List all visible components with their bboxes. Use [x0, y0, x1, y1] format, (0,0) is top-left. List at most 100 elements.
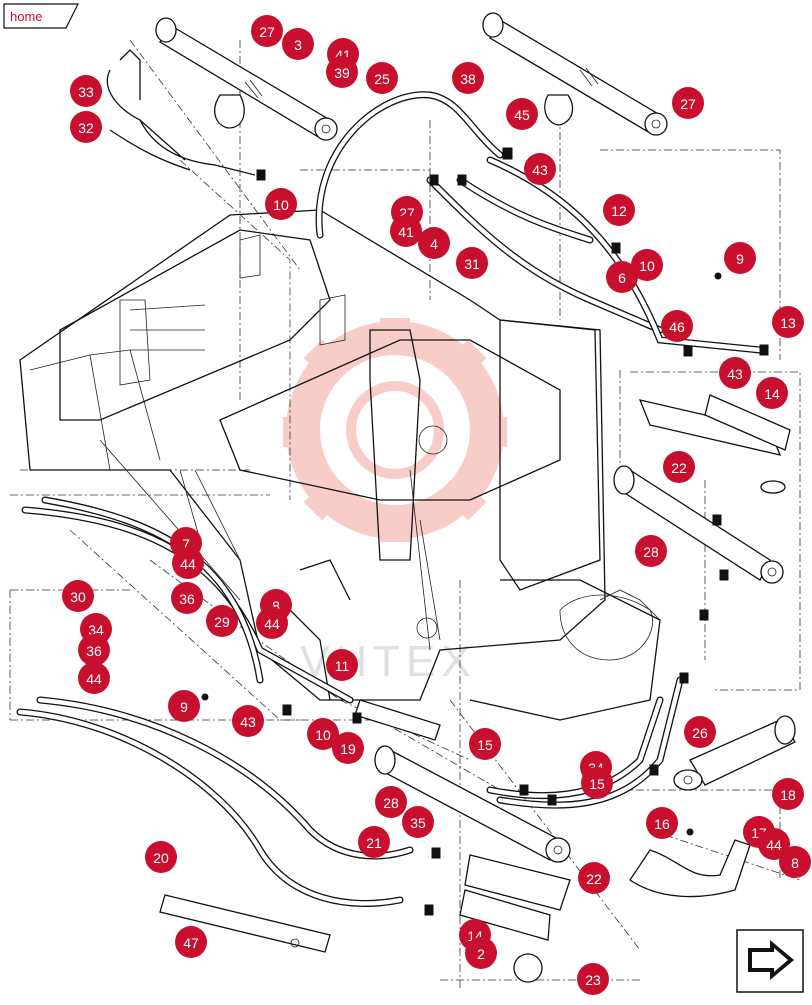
callout-bubble[interactable] — [779, 846, 811, 878]
callout-bubble[interactable] — [672, 87, 704, 119]
callout-30[interactable]: 30 — [62, 580, 94, 612]
callout-36[interactable]: 36 — [171, 582, 203, 614]
callout-number[interactable]: 10 — [639, 258, 655, 274]
callout-bubble[interactable] — [465, 937, 497, 969]
callout-41[interactable]: 41 — [390, 215, 422, 247]
callout-number[interactable]: 35 — [410, 815, 426, 831]
callout-number[interactable]: 36 — [86, 643, 102, 659]
callout-47[interactable]: 47 — [175, 926, 207, 958]
callout-bubble[interactable] — [402, 806, 434, 838]
callout-number[interactable]: 36 — [179, 591, 195, 607]
callout-number[interactable]: 9 — [736, 251, 744, 267]
callout-22[interactable]: 22 — [663, 451, 695, 483]
callout-bubble[interactable] — [390, 215, 422, 247]
callout-bubble[interactable] — [232, 705, 264, 737]
callout-number[interactable]: 34 — [88, 622, 104, 638]
callout-bubble[interactable] — [418, 227, 450, 259]
callout-number[interactable]: 10 — [273, 197, 289, 213]
callout-number[interactable]: 22 — [671, 460, 687, 476]
callout-44[interactable]: 44 — [172, 547, 204, 579]
callout-45[interactable]: 45 — [506, 98, 538, 130]
callout-39[interactable]: 39 — [326, 56, 358, 88]
home-label[interactable]: home — [10, 9, 43, 24]
callout-number[interactable]: 32 — [78, 120, 94, 136]
callout-bubble[interactable] — [719, 357, 751, 389]
callout-13[interactable]: 13 — [772, 306, 804, 338]
callout-bubble[interactable] — [758, 828, 790, 860]
callout-bubble[interactable] — [375, 786, 407, 818]
callout-number[interactable]: 25 — [374, 71, 390, 87]
callout-number[interactable]: 39 — [334, 65, 350, 81]
callout-bubble[interactable] — [577, 963, 609, 995]
callout-number[interactable]: 33 — [78, 84, 94, 100]
callout-bubble[interactable] — [646, 807, 678, 839]
callout-bubble[interactable] — [307, 718, 339, 750]
callout-number[interactable]: 30 — [70, 589, 86, 605]
callout-number[interactable]: 8 — [791, 855, 799, 871]
callout-number[interactable]: 27 — [259, 24, 275, 40]
callout-number[interactable]: 9 — [180, 699, 188, 715]
callout-number[interactable]: 7 — [182, 536, 190, 552]
callout-15[interactable]: 15 — [581, 767, 613, 799]
callout-21[interactable]: 21 — [358, 826, 390, 858]
callout-bubble[interactable] — [772, 778, 804, 810]
callout-43[interactable]: 43 — [719, 357, 751, 389]
callout-number[interactable]: 20 — [153, 850, 169, 866]
callout-number[interactable]: 18 — [780, 787, 796, 803]
callout-bubble[interactable] — [724, 242, 756, 274]
callout-number[interactable]: 19 — [340, 741, 356, 757]
callout-bubble[interactable] — [145, 841, 177, 873]
callout-bubble[interactable] — [62, 580, 94, 612]
callout-bubble[interactable] — [78, 662, 110, 694]
callout-bubble[interactable] — [70, 111, 102, 143]
callout-43[interactable]: 43 — [232, 705, 264, 737]
callout-8[interactable]: 8 — [779, 846, 811, 878]
callout-number[interactable]: 22 — [586, 871, 602, 887]
callout-number[interactable]: 38 — [460, 71, 476, 87]
callout-28[interactable]: 28 — [635, 535, 667, 567]
callout-number[interactable]: 14 — [764, 386, 780, 402]
callout-bubble[interactable] — [168, 690, 200, 722]
callout-26[interactable]: 26 — [684, 716, 716, 748]
callout-33[interactable]: 33 — [70, 75, 102, 107]
callout-number[interactable]: 41 — [398, 224, 414, 240]
callout-35[interactable]: 35 — [402, 806, 434, 838]
callout-bubble[interactable] — [265, 188, 297, 220]
callout-number[interactable]: 28 — [643, 544, 659, 560]
callout-6[interactable]: 6 — [606, 261, 638, 293]
callout-number[interactable]: 6 — [618, 270, 626, 286]
callout-bubble[interactable] — [631, 249, 663, 281]
callout-bubble[interactable] — [326, 56, 358, 88]
callout-bubble[interactable] — [366, 62, 398, 94]
callout-bubble[interactable] — [469, 728, 501, 760]
callout-number[interactable]: 28 — [383, 795, 399, 811]
callout-number[interactable]: 2 — [477, 946, 485, 962]
callout-16[interactable]: 16 — [646, 807, 678, 839]
callout-number[interactable]: 15 — [589, 776, 605, 792]
callout-bubble[interactable] — [756, 377, 788, 409]
callout-number[interactable]: 23 — [585, 972, 601, 988]
callout-number[interactable]: 10 — [315, 727, 331, 743]
callout-10[interactable]: 10 — [265, 188, 297, 220]
callout-number[interactable]: 15 — [477, 737, 493, 753]
callout-31[interactable]: 31 — [456, 247, 488, 279]
callout-46[interactable]: 46 — [661, 310, 693, 342]
callout-bubble[interactable] — [358, 826, 390, 858]
callout-27[interactable]: 27 — [672, 87, 704, 119]
callout-bubble[interactable] — [175, 926, 207, 958]
callout-number[interactable]: 8 — [272, 598, 280, 614]
callout-number[interactable]: 21 — [366, 835, 382, 851]
callout-number[interactable]: 44 — [766, 837, 782, 853]
callout-number[interactable]: 43 — [240, 714, 256, 730]
callout-bubble[interactable] — [606, 261, 638, 293]
callout-number[interactable]: 43 — [727, 366, 743, 382]
callout-10[interactable]: 10 — [307, 718, 339, 750]
callout-9[interactable]: 9 — [724, 242, 756, 274]
callout-25[interactable]: 25 — [366, 62, 398, 94]
callout-number[interactable]: 45 — [514, 107, 530, 123]
callout-number[interactable]: 26 — [692, 725, 708, 741]
callout-11[interactable]: 11 — [326, 649, 358, 681]
callout-19[interactable]: 19 — [332, 732, 364, 764]
callout-44[interactable]: 44 — [78, 662, 110, 694]
callout-bubble[interactable] — [524, 153, 556, 185]
